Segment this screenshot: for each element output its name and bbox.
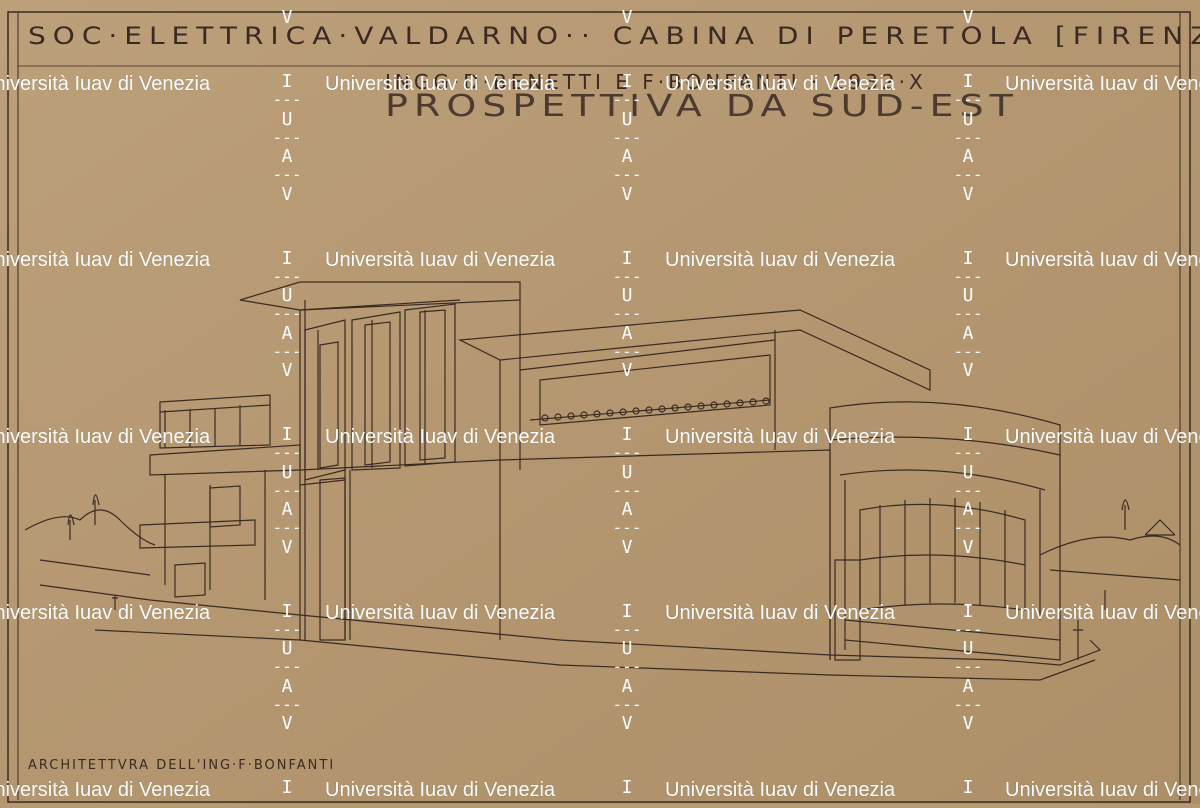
view-title: PROSPETTIVA DA SUD-EST (385, 88, 1019, 124)
drawing-subtitle: INGG·D·BENETTI E F·BONFANTI · 1932·X (385, 70, 927, 94)
building-lines (24, 281, 1181, 681)
drawing-title: SOC·ELETTRICA·VALDARNO·· CABINA DI PERET… (28, 22, 1200, 51)
sheet-border (7, 11, 1191, 803)
light-row (541, 397, 770, 422)
footer-caption: ARCHITETTVRA DELL'ING·F·BONFANTI (28, 758, 336, 773)
